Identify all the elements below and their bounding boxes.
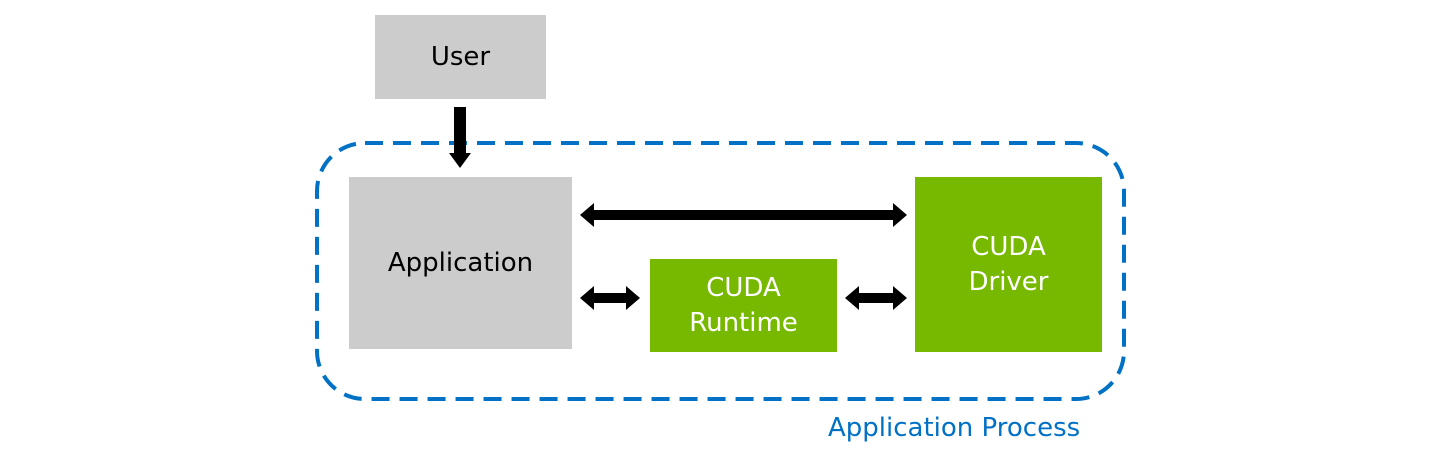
cuda-runtime-label: CUDA Runtime: [689, 272, 798, 338]
application-driver-arrow: [580, 203, 907, 227]
application-process-label: Application Process: [828, 413, 1081, 443]
cuda-driver-label: CUDA Driver: [968, 231, 1049, 297]
application-box: Application: [349, 177, 572, 349]
user-to-application-arrow: [449, 107, 471, 168]
application-label: Application: [387, 247, 534, 278]
user-box: User: [375, 15, 546, 99]
user-label: User: [430, 41, 491, 72]
application-runtime-arrow: [580, 286, 640, 310]
cuda-driver-box: CUDA Driver: [915, 177, 1102, 352]
runtime-driver-arrow: [845, 286, 907, 310]
cuda-runtime-box: CUDA Runtime: [650, 259, 837, 352]
